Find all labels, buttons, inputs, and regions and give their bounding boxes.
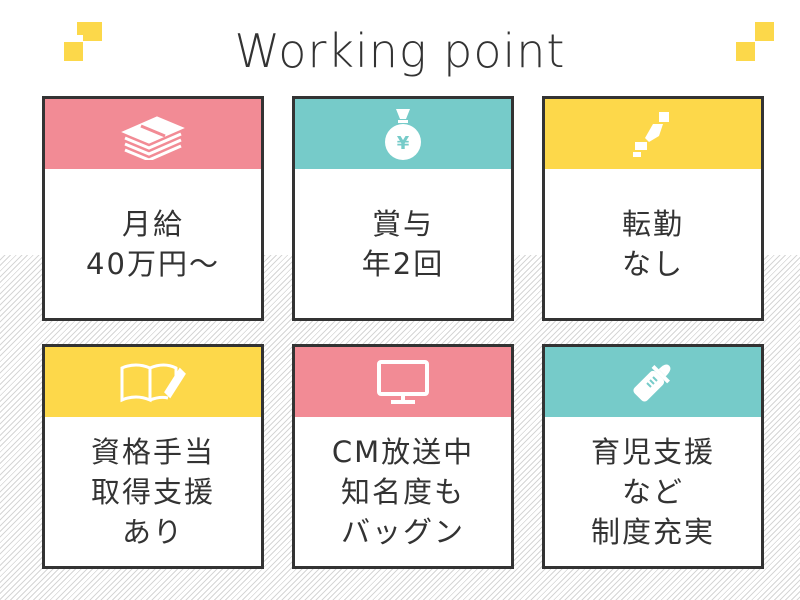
- card-qualification-support: 資格手当取得支援あり: [42, 344, 264, 569]
- card-bonus: ¥ 賞与年2回: [292, 96, 514, 321]
- card-line: など: [621, 474, 684, 509]
- card-header: [545, 347, 761, 417]
- card-line: CM放送中: [331, 434, 475, 469]
- card-line: 賞与: [371, 206, 434, 241]
- card-tv-cm: CM放送中知名度もバッグン: [292, 344, 514, 569]
- card-childcare-support: 育児支援など制度充実: [542, 344, 764, 569]
- card-text: 月給 40万円〜: [45, 169, 261, 318]
- card-text: 資格手当取得支援あり: [45, 417, 261, 566]
- baby-bottle-icon: [628, 357, 678, 407]
- card-line: 制度充実: [590, 514, 715, 549]
- card-line: 取得支援: [90, 474, 215, 509]
- monitor-icon: [375, 359, 431, 405]
- japan-map-icon: [629, 110, 677, 158]
- card-line: あり: [121, 514, 184, 549]
- card-line: なし: [621, 246, 684, 281]
- card-header: [45, 99, 261, 169]
- yen-bag-icon: ¥: [383, 107, 423, 161]
- card-line: 年2回: [361, 246, 445, 281]
- card-text: CM放送中知名度もバッグン: [295, 417, 511, 566]
- card-text: 育児支援など制度充実: [545, 417, 761, 566]
- card-line: 転勤: [621, 206, 684, 241]
- card-line: 育児支援: [590, 434, 715, 469]
- money-stack-icon: [121, 108, 185, 160]
- card-header: ¥: [295, 99, 511, 169]
- card-header: [545, 99, 761, 169]
- card-header: [295, 347, 511, 417]
- yellow-squares-decoration-left: [64, 22, 104, 62]
- card-line: 知名度も: [340, 474, 465, 509]
- card-line: 40万円〜: [86, 246, 220, 281]
- book-pen-icon: [118, 360, 188, 404]
- card-line: 月給: [121, 206, 184, 241]
- card-text: 転勤なし: [545, 169, 761, 318]
- card-text: 賞与年2回: [295, 169, 511, 318]
- card-line: バッグン: [340, 514, 465, 549]
- card-no-transfer: 転勤なし: [542, 96, 764, 321]
- card-header: [45, 347, 261, 417]
- page-title: Working point: [234, 24, 566, 78]
- card-line: 資格手当: [90, 434, 215, 469]
- card-monthly-salary: 月給 40万円〜: [42, 96, 264, 321]
- yellow-squares-decoration-right: [736, 22, 776, 62]
- svg-text:¥: ¥: [397, 133, 410, 154]
